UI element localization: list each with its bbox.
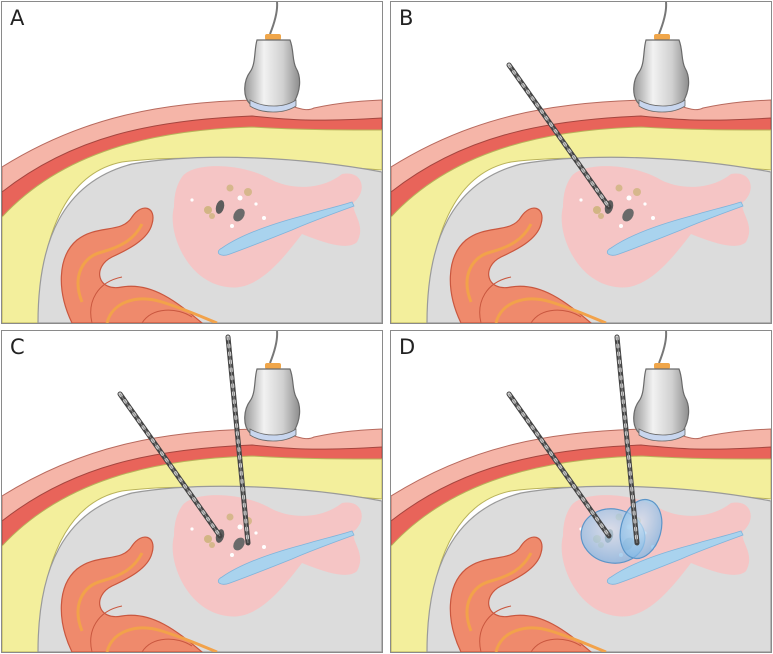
ablation-needle-1	[117, 391, 223, 539]
scene-b	[391, 2, 771, 323]
panel-label-b: B	[399, 6, 414, 30]
panel-c: C	[1, 330, 383, 653]
endometrium	[606, 201, 744, 256]
endometrium	[606, 530, 744, 585]
panel-label-c: C	[10, 335, 25, 359]
scene-base	[391, 331, 771, 652]
endometrium	[217, 530, 355, 585]
scene-base	[2, 331, 382, 652]
ultrasound-probe	[244, 331, 301, 442]
panel-d: D	[390, 330, 772, 653]
endometrium	[217, 201, 355, 256]
scene-a	[2, 2, 382, 323]
bowel-loops	[449, 536, 607, 652]
ultrasound-probe	[244, 2, 301, 113]
ablation-needle-1	[506, 391, 612, 539]
fibroid-nodules	[190, 184, 266, 228]
ablation-needle-2	[614, 334, 640, 546]
panel-b: B	[390, 1, 772, 324]
scene-d	[391, 331, 771, 652]
panel-label-d: D	[399, 335, 416, 359]
bowel-loops	[60, 536, 218, 652]
bowel-loops	[449, 207, 607, 323]
scene-c	[2, 331, 382, 652]
ablation-needle-2	[225, 334, 251, 546]
ultrasound-probe	[633, 331, 690, 442]
ablation-needle	[506, 62, 612, 210]
ultrasound-probe	[633, 2, 690, 113]
scene-base	[2, 2, 382, 323]
panel-a: A	[1, 1, 383, 324]
panel-label-a: A	[10, 6, 25, 30]
bowel-loops	[60, 207, 218, 323]
scene-base	[391, 2, 771, 323]
